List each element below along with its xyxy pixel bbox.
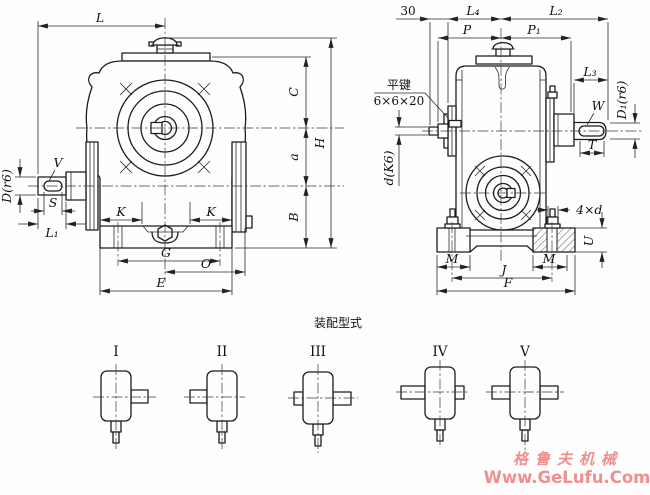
dim-label-P1: P₁	[526, 22, 540, 37]
assembly-type-3: III	[288, 344, 358, 453]
dim-label-H: H	[312, 136, 327, 149]
assembly-type-2: II	[184, 344, 245, 450]
watermark: 格鲁夫机械 Www.GeLufu.Com	[484, 450, 650, 487]
assembly-type-5-label: V	[519, 344, 530, 360]
front-dimensions: L H C a B D(r6) V	[0, 10, 337, 295]
dim-label-M-left: M	[445, 251, 460, 266]
dim-label-S: S	[49, 195, 58, 210]
key-note-name: 平键	[387, 78, 411, 92]
dim-label-L3: L₃	[582, 64, 596, 79]
assembly-type-1: I	[93, 344, 156, 450]
foot-section-hatch	[556, 227, 576, 253]
assembly-types: 装配型式 I II III	[93, 316, 564, 453]
assembly-type-4: IV	[396, 344, 470, 448]
side-base	[436, 208, 576, 253]
dim-label-M-right: M	[542, 251, 557, 266]
key-note-size: 6×6×20	[374, 94, 425, 108]
foot-section-hatch	[532, 227, 548, 253]
assembly-title: 装配型式	[314, 316, 362, 330]
dim-label-L: L	[95, 10, 104, 25]
dim-label-J: J	[498, 262, 507, 277]
assembly-type-2-label: II	[217, 344, 228, 360]
dim-label-C: C	[286, 87, 301, 97]
watermark-brand: 格鲁夫机械	[513, 450, 623, 468]
flat-key	[448, 119, 462, 128]
dim-label-P: P	[462, 22, 472, 37]
dim-label-T: T	[588, 137, 598, 152]
watermark-url: Www.GeLufu.Com	[484, 468, 650, 487]
dim-label-E: E	[155, 275, 165, 290]
assembly-type-1-label: I	[113, 344, 118, 360]
dim-label-O: O	[201, 256, 211, 271]
side-centerlines	[422, 28, 642, 282]
side-view: 30 L₄ L₂ P P₁ L₃ W D₁(r6)	[374, 3, 642, 295]
dim-label-K-left: K	[115, 204, 126, 219]
front-centerlines	[28, 18, 344, 282]
dim-label-a: a	[286, 153, 301, 160]
dim-label-D1: D₁(r6)	[614, 81, 629, 121]
dim-label-G: G	[161, 245, 171, 260]
assembly-type-3-label: III	[310, 344, 326, 360]
assembly-type-4-label: IV	[432, 344, 447, 360]
dim-label-L4: L₄	[465, 3, 479, 18]
bolt-boss-marks	[119, 82, 211, 174]
assembly-type-5: V	[486, 344, 564, 452]
dim-label-U: U	[581, 235, 596, 246]
dim-label-D: D(r6)	[0, 169, 14, 204]
dipstick-slot	[494, 66, 510, 90]
dim-label-K-right: K	[205, 204, 216, 219]
dim-label-V: V	[53, 155, 64, 170]
dim-label-L1: L₁	[44, 225, 58, 240]
foundation-bolt	[444, 208, 461, 229]
dim-label-F: F	[503, 275, 514, 290]
dim-label-holes: 4×d	[575, 202, 602, 217]
dim-label-dK6: d(K6)	[381, 150, 396, 185]
dim-label-B: B	[286, 212, 301, 222]
dim-label-30: 30	[400, 4, 415, 18]
front-view: L H C a B D(r6) V	[0, 10, 344, 295]
dim-label-L2: L₂	[548, 3, 562, 18]
dim-label-W: W	[592, 98, 606, 113]
foundation-bolt	[544, 208, 561, 229]
front-housing	[85, 37, 253, 233]
side-dimensions: 30 L₄ L₂ P P₁ L₃ W D₁(r6)	[374, 3, 640, 295]
